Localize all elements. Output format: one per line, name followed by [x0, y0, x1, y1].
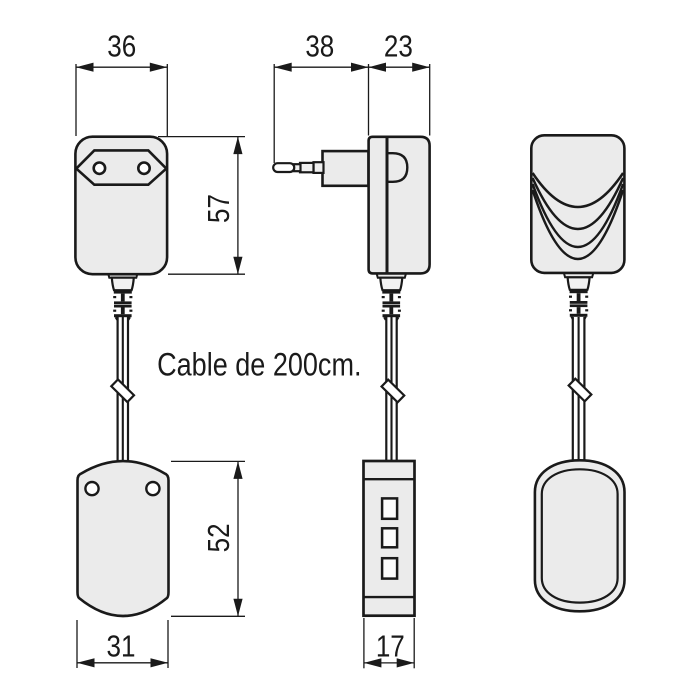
svg-text:57: 57	[202, 194, 237, 223]
svg-text:38: 38	[305, 29, 334, 64]
svg-text:31: 31	[107, 629, 136, 664]
svg-text:23: 23	[384, 29, 413, 64]
svg-text:36: 36	[107, 29, 136, 64]
svg-text:52: 52	[202, 523, 237, 552]
svg-text:Cable de 200cm.: Cable de 200cm.	[157, 347, 361, 383]
svg-text:17: 17	[376, 629, 405, 664]
